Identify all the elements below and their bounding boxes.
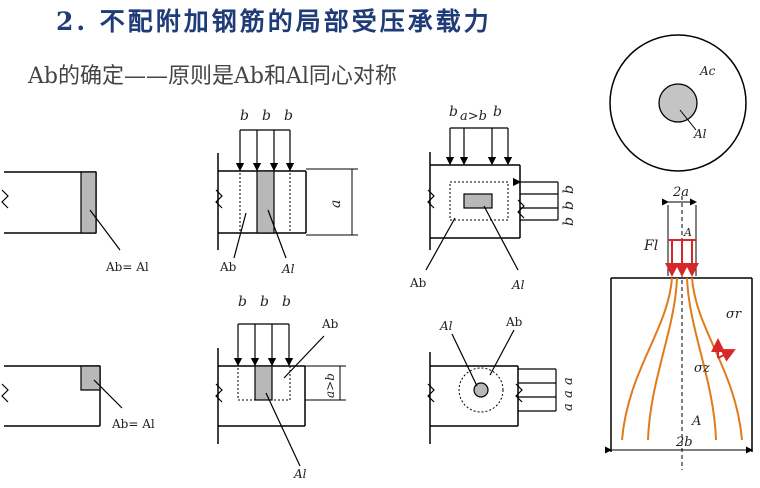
svg-text:Ab: Ab — [409, 276, 427, 290]
case-circular: a a a Al Ab — [427, 315, 576, 444]
svg-text:A: A — [683, 226, 692, 239]
svg-text:b: b — [561, 185, 577, 194]
svg-text:Al: Al — [281, 262, 295, 276]
slide-subtitle: Ab的确定——原则是Ab和Al同心对称 — [28, 64, 397, 89]
svg-text:b: b — [561, 201, 577, 210]
svg-text:Al: Al — [693, 127, 707, 141]
svg-text:b: b — [561, 217, 577, 226]
case-edge-corner: Ab= Al — [1, 365, 155, 431]
svg-text:a>b: a>b — [323, 373, 337, 398]
svg-text:A: A — [691, 414, 701, 429]
svg-text:Al: Al — [293, 467, 307, 481]
svg-text:a: a — [561, 403, 576, 411]
svg-text:b: b — [449, 104, 458, 120]
break-mark — [215, 189, 223, 209]
case-centered-area: b a>b b b b b Ab Al — [409, 104, 577, 292]
break-mark — [1, 189, 9, 209]
al-area — [254, 365, 273, 401]
svg-text:b: b — [493, 104, 502, 120]
svg-text:Ab= Al: Ab= Al — [111, 417, 155, 431]
svg-text:Ab: Ab — [321, 317, 339, 331]
svg-text:a: a — [328, 200, 344, 208]
svg-text:Fl: Fl — [643, 238, 658, 254]
label-ab-eq-al: Ab= Al — [105, 260, 149, 274]
svg-text:b: b — [260, 294, 269, 310]
svg-text:b: b — [284, 108, 293, 124]
plan-circle: Ac Al — [609, 34, 747, 172]
svg-text:Al: Al — [511, 278, 525, 292]
slide-title: 2. 不配附加钢筋的局部受压承载力 — [56, 7, 492, 36]
svg-text:Al: Al — [439, 319, 453, 333]
svg-text:b: b — [240, 108, 249, 124]
svg-text:σz: σz — [694, 361, 710, 376]
svg-text:b: b — [238, 294, 247, 310]
al-area — [463, 193, 493, 209]
svg-text:2a: 2a — [672, 185, 689, 200]
svg-text:a: a — [561, 377, 576, 385]
al-area — [80, 365, 101, 391]
svg-text:b: b — [262, 108, 271, 124]
al-area — [80, 171, 97, 234]
al-area — [473, 382, 489, 398]
svg-text:Ab: Ab — [505, 315, 523, 329]
svg-text:a: a — [561, 390, 576, 398]
svg-text:b: b — [282, 294, 291, 310]
al-area — [256, 170, 275, 234]
svg-text:Ac: Ac — [699, 64, 716, 78]
stress-section: 2a Fl A σr σz A 2b — [605, 185, 753, 470]
svg-text:Ab: Ab — [219, 260, 237, 274]
svg-text:2b: 2b — [675, 435, 693, 450]
case-corner-strip: b b b a>b Ab Al — [215, 294, 346, 481]
case-strip-load: b b b a Ab Al — [215, 108, 358, 276]
svg-text:a>b: a>b — [460, 109, 487, 124]
svg-text:σr: σr — [726, 307, 742, 322]
case-edge-full: Ab= Al — [1, 171, 149, 274]
